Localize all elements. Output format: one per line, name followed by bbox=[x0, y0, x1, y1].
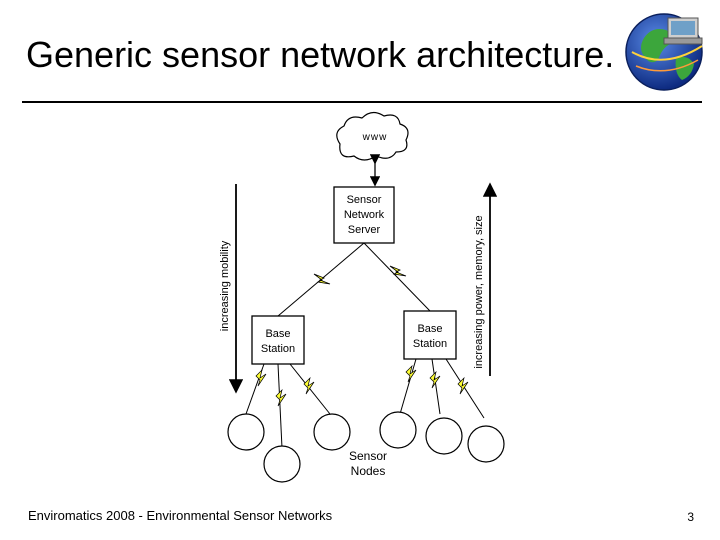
base-station-right bbox=[403, 310, 457, 360]
slide-title: Generic sensor network architecture. bbox=[26, 34, 615, 75]
internet-cloud-icon bbox=[336, 111, 409, 161]
globe-logo-icon bbox=[625, 13, 703, 91]
sensor-node bbox=[425, 417, 463, 455]
base-station-left-label-line1: Base bbox=[265, 328, 290, 340]
sensor-node bbox=[263, 445, 301, 483]
lightning-bolt-icon bbox=[255, 368, 267, 387]
lightning-bolt-icon bbox=[313, 273, 331, 285]
server-label-line2: Network bbox=[344, 209, 385, 221]
lightning-bolt-icon bbox=[389, 265, 407, 277]
sensor-node bbox=[313, 413, 351, 451]
power-arrow-label: increasing power, memory, size bbox=[473, 215, 485, 368]
slide-footer: Enviromatics 2008 - Environmental Sensor… bbox=[28, 508, 333, 523]
mobility-arrow-label: increasing mobility bbox=[219, 240, 231, 331]
lightning-bolt-icon bbox=[429, 370, 441, 389]
sensor-network-diagram: www Sensor Network Server Base Station B… bbox=[219, 111, 505, 483]
lightning-bolt-icon bbox=[405, 364, 417, 383]
page-number: 3 bbox=[687, 510, 694, 524]
server-label-line1: Sensor bbox=[347, 194, 382, 206]
lightning-bolt-icon bbox=[303, 376, 315, 395]
lightning-bolt-icon bbox=[457, 376, 469, 395]
base-station-right-label-line2: Station bbox=[413, 338, 447, 350]
server-label-line3: Server bbox=[348, 224, 381, 236]
cloud-label: www bbox=[362, 132, 388, 143]
nodes-label-line2: Nodes bbox=[351, 464, 386, 478]
title-underline bbox=[22, 101, 702, 103]
sensor-node bbox=[379, 411, 417, 449]
base-station-left-label-line2: Station bbox=[261, 343, 295, 355]
lightning-bolt-icon bbox=[275, 388, 287, 407]
sensor-node bbox=[227, 413, 265, 451]
nodes-label-line1: Sensor bbox=[349, 449, 387, 463]
base-station-left bbox=[251, 315, 305, 365]
base-station-right-label-line1: Base bbox=[417, 323, 442, 335]
sensor-node bbox=[467, 425, 505, 463]
